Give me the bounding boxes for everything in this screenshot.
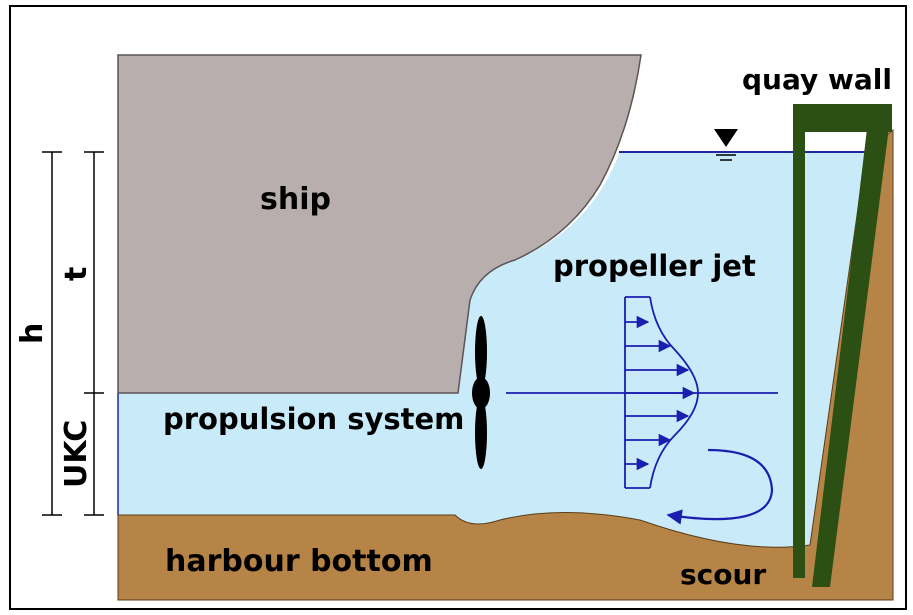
propulsion-system-label: propulsion system	[163, 402, 464, 436]
dimension-ukc	[84, 393, 104, 516]
ukc-dimension-label: UKC	[59, 420, 94, 488]
propeller-jet-label: propeller jet	[553, 249, 756, 283]
quay-wall-inner-pile	[793, 104, 805, 578]
ship-label: ship	[260, 182, 331, 217]
t-dimension-label: t	[59, 267, 94, 281]
dimension-h	[42, 151, 62, 516]
quay-wall	[793, 104, 892, 587]
harbour-bottom-label: harbour bottom	[165, 544, 433, 579]
water-level-triangle-icon	[714, 129, 738, 161]
recirculation-arrow	[666, 448, 774, 525]
water-body	[118, 152, 866, 548]
quay-wall-slanted-pile	[812, 104, 892, 587]
scour-label: scour	[680, 558, 766, 591]
jet-velocity-profile	[624, 296, 699, 489]
harbour-bottom	[117, 128, 894, 601]
propeller-icon	[472, 316, 490, 469]
h-dimension-label: h	[15, 323, 50, 344]
quay-wall-label: quay wall	[742, 63, 892, 96]
ship-hull	[117, 54, 642, 394]
